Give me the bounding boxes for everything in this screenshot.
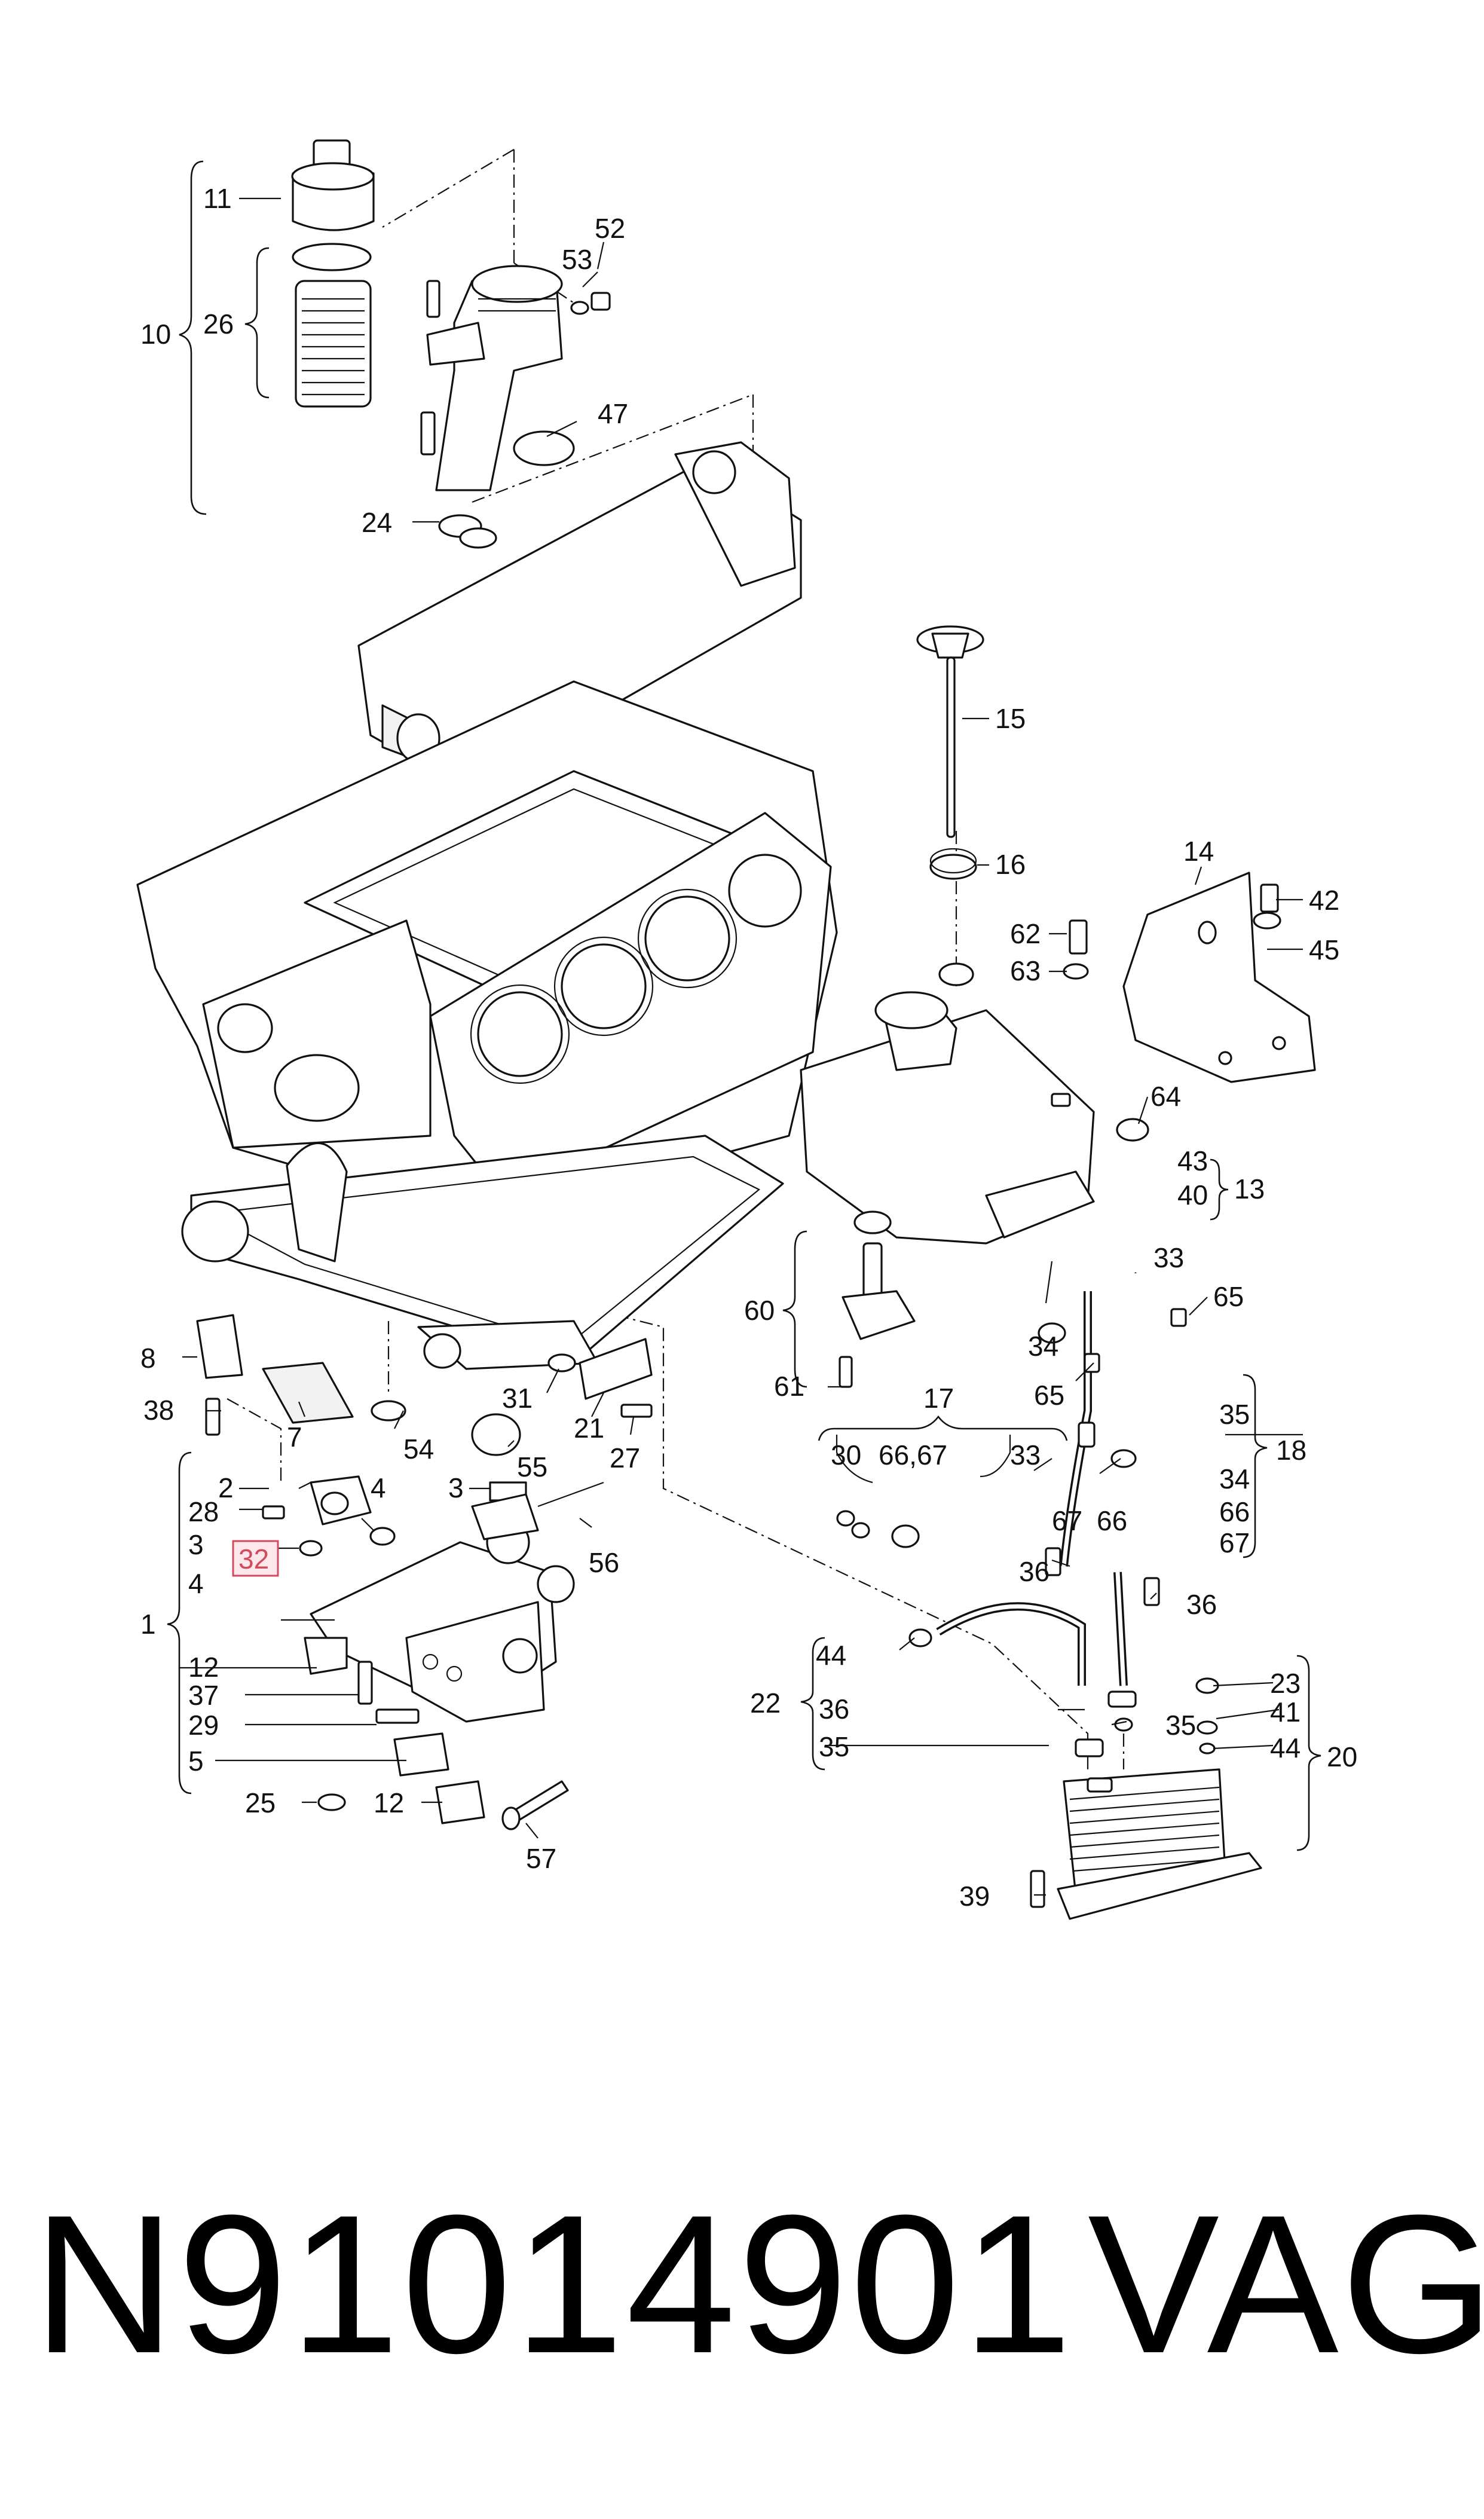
callout-24: 24 <box>362 507 392 538</box>
callout-12b: 12 <box>374 1787 404 1818</box>
callout-39: 39 <box>959 1881 990 1912</box>
callout-42: 42 <box>1309 885 1339 916</box>
callout-38: 38 <box>143 1395 174 1426</box>
callout-20: 20 <box>1327 1741 1357 1772</box>
oil-pump-assembly <box>196 1314 653 1830</box>
callout-1: 1 <box>140 1609 156 1640</box>
callout-28: 28 <box>188 1496 219 1527</box>
callout-5: 5 <box>188 1745 204 1777</box>
callout-10: 10 <box>140 319 171 350</box>
callout-12: 12 <box>188 1652 219 1683</box>
callout-16: 16 <box>995 849 1026 880</box>
callout-54: 54 <box>403 1433 434 1465</box>
callout-65: 65 <box>1213 1281 1244 1312</box>
callout-61: 61 <box>774 1371 804 1402</box>
callout-36: 36 <box>1019 1556 1049 1587</box>
callout-11: 11 <box>203 183 232 214</box>
leader-lines <box>179 197 1303 1896</box>
callout-64: 64 <box>1151 1081 1181 1112</box>
callout-60: 60 <box>744 1295 775 1326</box>
callout-53: 53 <box>562 244 592 275</box>
callout-57: 57 <box>526 1843 556 1874</box>
callout-23: 23 <box>1270 1668 1301 1699</box>
callout-41: 41 <box>1270 1696 1301 1728</box>
part-number: N91014901 <box>33 2173 1075 2394</box>
callout-17: 17 <box>923 1383 954 1414</box>
callout-37: 37 <box>188 1680 219 1711</box>
callout-43: 43 <box>1177 1145 1208 1176</box>
callout-33b: 33 <box>1010 1439 1041 1471</box>
callout-35b: 35 <box>819 1731 849 1762</box>
bracket-14 <box>1122 872 1316 1083</box>
oil-lines <box>836 1272 1187 1757</box>
callout-44b: 44 <box>1270 1732 1301 1763</box>
callout-2: 2 <box>218 1472 234 1503</box>
callout-14: 14 <box>1183 836 1214 867</box>
callout-3: 3 <box>188 1529 204 1560</box>
filter-seal <box>292 243 372 271</box>
callout-62: 62 <box>1010 918 1041 949</box>
callout-15: 15 <box>995 703 1026 734</box>
callout-36b: 36 <box>1186 1589 1217 1620</box>
callout-55: 55 <box>517 1451 547 1482</box>
callout-44: 44 <box>816 1640 846 1671</box>
callout-40: 40 <box>1177 1179 1208 1210</box>
callout-18: 18 <box>1276 1435 1306 1466</box>
callout-4b: 4 <box>188 1568 204 1599</box>
callout-22: 22 <box>750 1688 781 1719</box>
o-ring-47 <box>513 430 575 466</box>
callout-63: 63 <box>1010 955 1041 986</box>
callout-32: 32 <box>238 1543 269 1575</box>
callout-27: 27 <box>610 1442 640 1474</box>
callout-7: 7 <box>287 1421 302 1453</box>
callout-33: 33 <box>1153 1242 1184 1273</box>
filter-element <box>295 280 372 408</box>
oil-cooler <box>1030 1677 1262 1920</box>
callout-30: 30 <box>831 1439 861 1471</box>
callout-3b: 3 <box>448 1472 464 1503</box>
callout-52: 52 <box>595 213 625 244</box>
callout-67b: 67 <box>1052 1505 1082 1536</box>
callout-32-highlight <box>232 1540 279 1577</box>
callout-34: 34 <box>1028 1331 1058 1362</box>
callout-31: 31 <box>502 1383 533 1414</box>
callout-13: 13 <box>1234 1173 1265 1205</box>
dipstick-group <box>916 625 984 880</box>
callout-labels: 11 10 26 52 53 47 24 15 16 14 42 45 62 6… <box>140 183 1357 1912</box>
callout-26: 26 <box>203 308 234 340</box>
braces <box>167 160 1321 1851</box>
callout-67: 67 <box>1219 1527 1250 1558</box>
callout-56: 56 <box>589 1547 619 1578</box>
oil-level-sensor <box>839 1210 916 1388</box>
callout-66: 66 <box>1219 1496 1250 1527</box>
callout-29: 29 <box>188 1710 219 1741</box>
callout-6667: 66,67 <box>879 1439 947 1471</box>
engine-block <box>136 441 838 1370</box>
callout-45: 45 <box>1309 934 1339 965</box>
callout-35c: 35 <box>1165 1710 1196 1741</box>
callout-34b: 34 <box>1219 1463 1250 1494</box>
callout-4: 4 <box>371 1472 386 1503</box>
callout-8: 8 <box>140 1343 156 1374</box>
callout-25: 25 <box>245 1787 276 1818</box>
brand-name: VAG <box>1088 2173 1484 2394</box>
callout-21: 21 <box>574 1413 604 1444</box>
callout-36c: 36 <box>819 1693 849 1725</box>
oil-reservoir <box>800 919 1149 1245</box>
callout-65b: 65 <box>1034 1380 1064 1411</box>
oil-filter-group <box>291 139 611 549</box>
callout-47: 47 <box>598 398 628 429</box>
callout-35: 35 <box>1219 1399 1250 1430</box>
callout-66b: 66 <box>1097 1505 1127 1536</box>
